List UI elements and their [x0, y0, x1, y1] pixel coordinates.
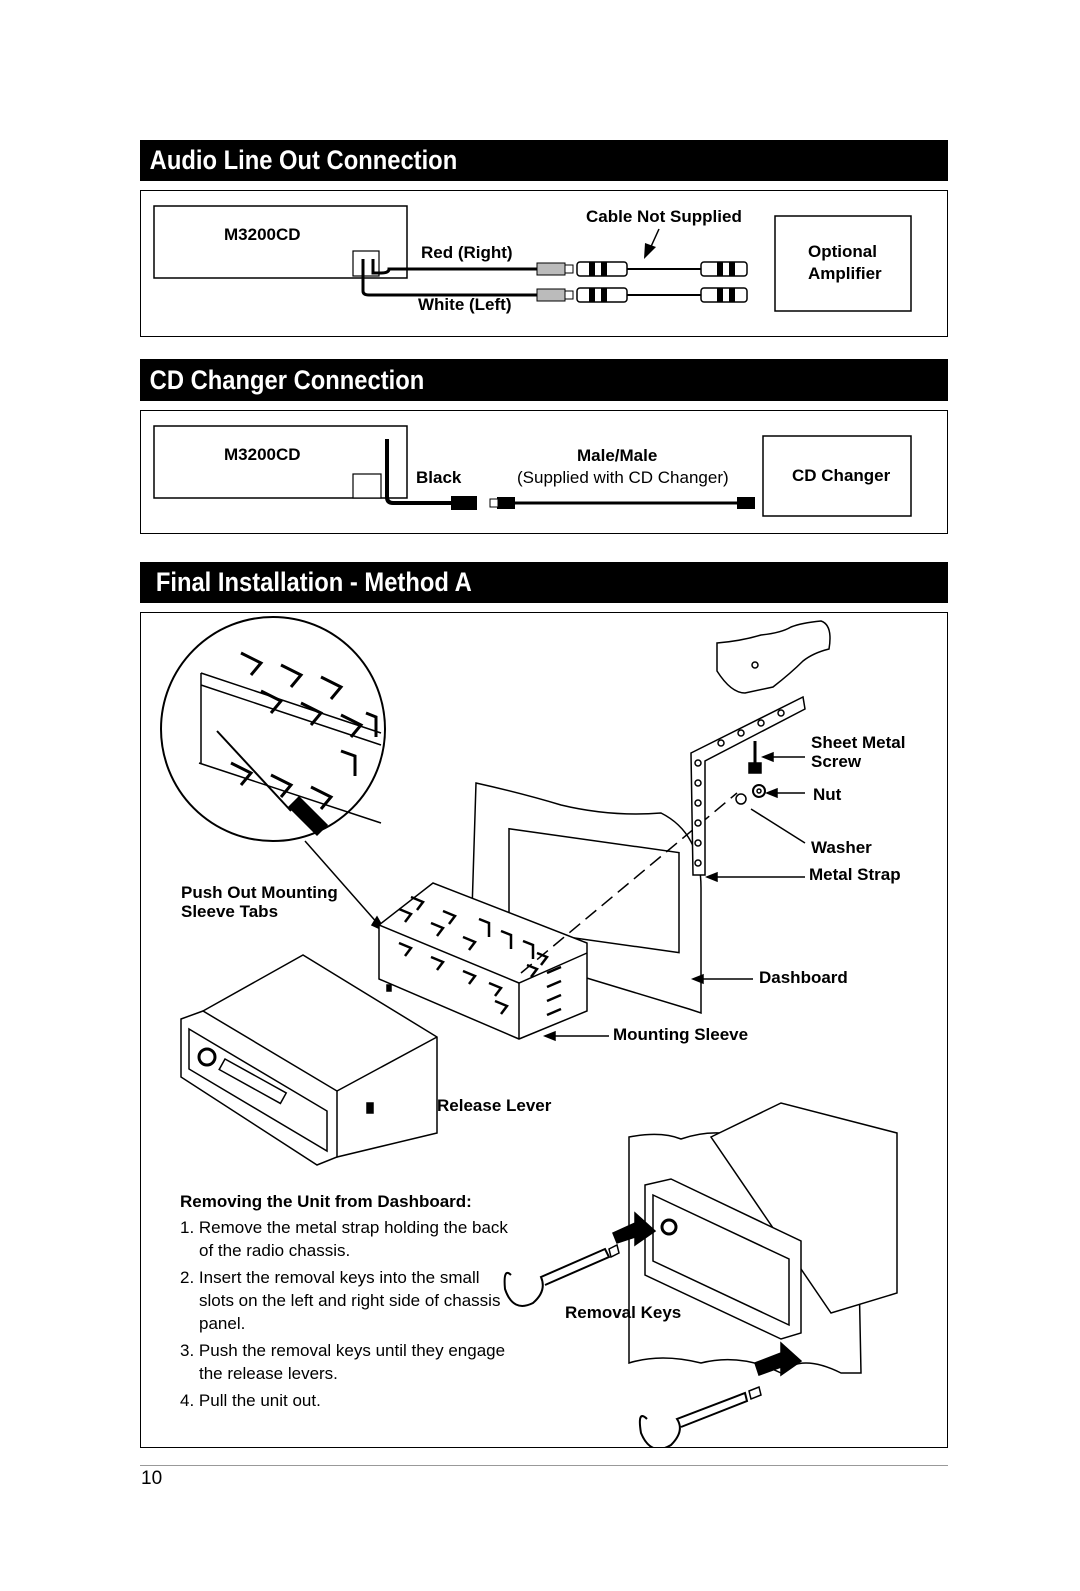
- unit-rca-plugs: [536, 262, 574, 302]
- red-wire: [371, 259, 541, 275]
- unit-in-dashboard: [628, 1102, 898, 1374]
- mounting-sleeve-label: Mounting Sleeve: [613, 1025, 749, 1044]
- dashboard-label: Dashboard: [759, 968, 848, 987]
- sheet-metal-screw-label-2: Screw: [811, 752, 862, 771]
- audio-diagram-panel: M3200CD Cable Not Supplied Red (Right) W…: [140, 190, 948, 337]
- cd-changer-wiring-diagram: [153, 425, 912, 517]
- push-out-tabs-label-1: Push Out Mounting: [181, 883, 338, 902]
- audio-section-title: Audio Line Out Connection: [149, 145, 458, 175]
- mounting-sleeve: [378, 882, 588, 1040]
- male-male-label: Male/Male: [577, 446, 658, 465]
- black-cable-label: Black: [416, 468, 462, 487]
- white-wire: [361, 259, 541, 297]
- audio-section-header: Audio Line Out Connection: [140, 140, 948, 181]
- cd-changer-label: CD Changer: [792, 466, 891, 485]
- removing-step-2: 2. Insert the removal keys into the smal…: [180, 1268, 501, 1333]
- removal-keys-label: Removal Keys: [565, 1303, 682, 1322]
- install-diagram-panel: Sheet Metal Screw Nut Washer Metal Strap…: [140, 612, 948, 1448]
- removing-unit-instructions: Removing the Unit from Dashboard: 1. Rem…: [180, 1190, 510, 1416]
- top-bracket: [716, 620, 831, 694]
- screw-nut-washer: [735, 741, 766, 805]
- removing-step-1: 1. Remove the metal strap holding the ba…: [180, 1218, 508, 1260]
- release-lever-label: Release Lever: [437, 1096, 552, 1115]
- audio-source-unit-label: M3200CD: [224, 225, 301, 244]
- magnified-tabs-circle: [160, 616, 386, 842]
- metal-strap: [690, 695, 806, 876]
- male-male-plug-left: [497, 497, 515, 509]
- removal-keys: [503, 1211, 803, 1447]
- amplifier-box: [774, 215, 912, 312]
- male-male-plug-right: [737, 497, 755, 509]
- red-right-label: Red (Right): [421, 243, 513, 262]
- washer-label: Washer: [811, 838, 872, 857]
- supplied-with-cd-changer-label: (Supplied with CD Changer): [517, 468, 729, 487]
- cd-changer-section-header: CD Changer Connection: [140, 359, 948, 401]
- removing-steps-list: 1. Remove the metal strap holding the ba…: [180, 1216, 510, 1412]
- removing-step-4: 4. Pull the unit out.: [180, 1391, 321, 1410]
- nut-label: Nut: [813, 785, 842, 804]
- black-plug: [451, 496, 477, 510]
- install-section-header: Final Installation - Method A: [140, 562, 948, 603]
- cd-changer-box: [762, 435, 912, 517]
- audio-wiring-diagram: [153, 205, 912, 312]
- cable-rca-plugs-right: [700, 261, 748, 303]
- radio-unit: [180, 954, 438, 1166]
- removing-unit-heading: Removing the Unit from Dashboard:: [180, 1192, 472, 1211]
- cable-not-supplied-label: Cable Not Supplied: [586, 207, 742, 226]
- cd-changer-port: [352, 473, 382, 499]
- cd-changer-diagram-panel: M3200CD Black Male/Male (Supplied with C…: [140, 410, 948, 534]
- page-number: 10: [141, 1468, 163, 1489]
- amplifier-label-line1: Optional: [808, 242, 877, 261]
- cd-source-unit-label: M3200CD: [224, 445, 301, 464]
- black-cable: [385, 439, 453, 505]
- push-out-tabs-label-2: Sleeve Tabs: [181, 902, 279, 921]
- cd-changer-section-title: CD Changer Connection: [149, 365, 425, 395]
- cable-rca-plugs-left: [576, 261, 628, 303]
- installation-illustration: [160, 616, 898, 1447]
- footer-rule: [140, 1465, 948, 1466]
- audio-source-unit-box: [153, 205, 408, 279]
- metal-strap-label: Metal Strap: [809, 865, 901, 884]
- install-section-title: Final Installation - Method A: [155, 567, 472, 597]
- amplifier-label-line2: Amplifier: [808, 264, 882, 283]
- removing-step-3: 3. Push the removal keys until they enga…: [180, 1341, 506, 1383]
- white-left-label: White (Left): [418, 295, 512, 314]
- sheet-metal-screw-label-1: Sheet Metal: [811, 733, 906, 752]
- cd-source-unit-box: [153, 425, 408, 499]
